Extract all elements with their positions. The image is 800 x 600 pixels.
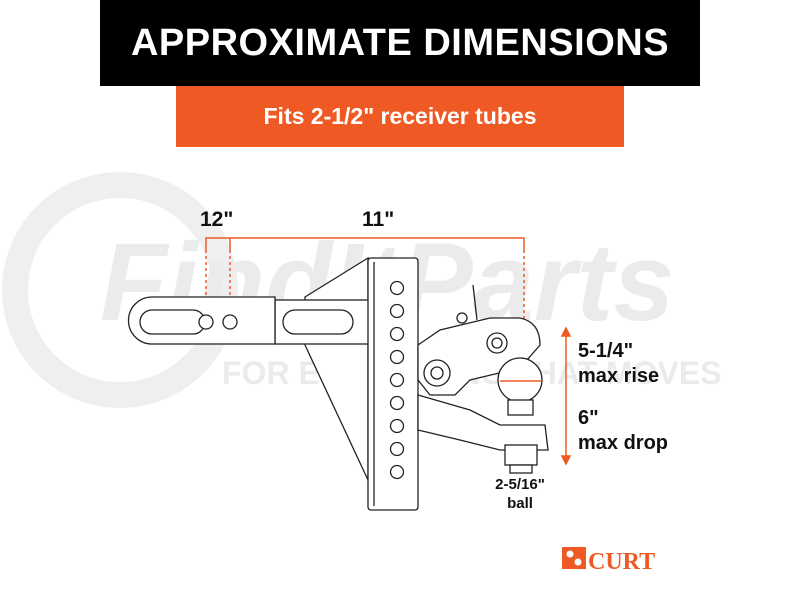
curt-logo: CURT — [562, 547, 655, 575]
rise-label: max rise — [578, 365, 659, 387]
curt-logo-mark — [562, 547, 586, 569]
lower-jaw — [417, 394, 549, 451]
ball-size: 2-5/16" — [495, 476, 545, 493]
hitch-drawing — [127, 256, 549, 511]
plate-holes — [389, 280, 405, 480]
hitch-ball — [497, 357, 543, 403]
ball-label: ball — [507, 495, 533, 512]
subtitle-banner: Fits 2-1/2" receiver tubes — [176, 86, 624, 147]
drop-label: max drop — [578, 432, 668, 454]
page-subtitle: Fits 2-1/2" receiver tubes — [263, 103, 537, 129]
drop-value: 6" — [578, 407, 599, 429]
title-banner: APPROXIMATE DIMENSIONS — [100, 0, 700, 86]
rise-value: 5-1/4" — [578, 340, 633, 362]
rise-drop-arrow — [560, 326, 572, 466]
shank-hole — [198, 314, 214, 330]
shank-length-label: 12" — [200, 208, 233, 231]
ball-nut — [504, 444, 538, 466]
plate-offset-label: 11" — [362, 208, 394, 231]
shank-hole — [222, 314, 238, 330]
curt-logo-text: CURT — [588, 549, 655, 575]
page-title: APPROXIMATE DIMENSIONS — [130, 21, 670, 64]
